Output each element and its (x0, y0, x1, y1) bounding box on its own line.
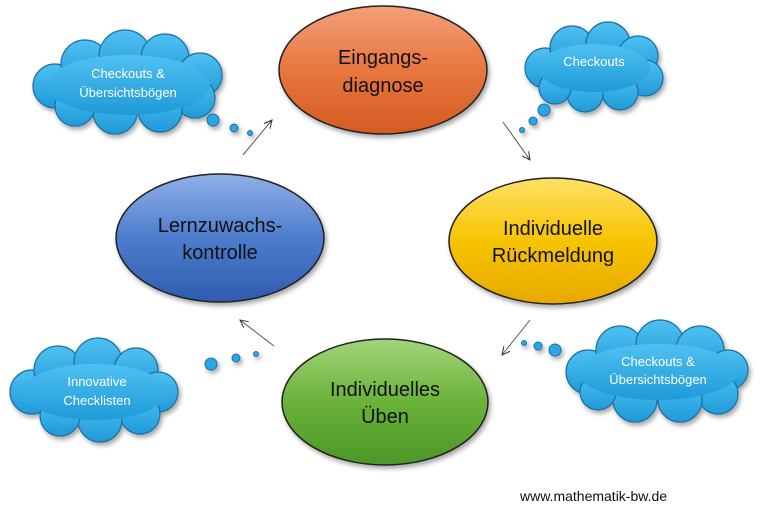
node-eingangsdiagnose-line2: diagnose (342, 75, 423, 97)
arrow-to-eingangsdiagnose (242, 120, 272, 156)
node-eingangsdiagnose: Eingangs- diagnose (278, 5, 488, 135)
cloud-bottom-right-line1: Checkouts & (621, 354, 695, 369)
ellipse-eingangsdiagnose (278, 5, 488, 135)
cloud-bottom-left (9, 337, 259, 443)
arrow-to-ueben (502, 319, 531, 355)
cloud-top-right (519, 21, 664, 133)
cloud-top-left-line1: Checkouts & (91, 66, 165, 81)
arrow-to-lernzuwachskontrolle (240, 320, 275, 347)
cloud-bottom-left-line1: Innovative (67, 374, 126, 389)
cloud-bottom-right (521, 319, 749, 423)
node-ueben: Individuelles Üben (281, 338, 489, 466)
node-rueckmeldung-line1: Individuelle (503, 218, 603, 240)
footer-url: www.mathematik-bw.de (520, 488, 668, 504)
cloud-top-right-line1: Checkouts (563, 54, 625, 69)
ellipse-ueben (281, 338, 489, 466)
node-rueckmeldung: Individuelle Rückmeldung (448, 177, 658, 305)
cloud-top-left-line2: Übersichtsbögen (79, 85, 177, 100)
node-eingangsdiagnose-line1: Eingangs- (338, 47, 428, 69)
node-ueben-line2: Üben (361, 406, 409, 428)
cloud-bottom-left-line2: Checklisten (63, 393, 130, 408)
node-lernzuwachskontrolle: Lernzuwachs- kontrolle (115, 173, 325, 303)
cloud-bottom-right-line2: Übersichtsbögen (609, 372, 707, 387)
ellipse-rueckmeldung (448, 177, 658, 305)
cloud-top-left (32, 29, 253, 136)
node-ueben-line1: Individuelles (330, 379, 440, 401)
ellipse-lernzuwachskontrolle (115, 173, 325, 303)
node-rueckmeldung-line2: Rückmeldung (492, 245, 614, 267)
node-lernzuwachskontrolle-line1: Lernzuwachs- (158, 215, 283, 237)
arrow-to-rueckmeldung (502, 121, 530, 160)
node-lernzuwachskontrolle-line2: kontrolle (182, 242, 258, 264)
